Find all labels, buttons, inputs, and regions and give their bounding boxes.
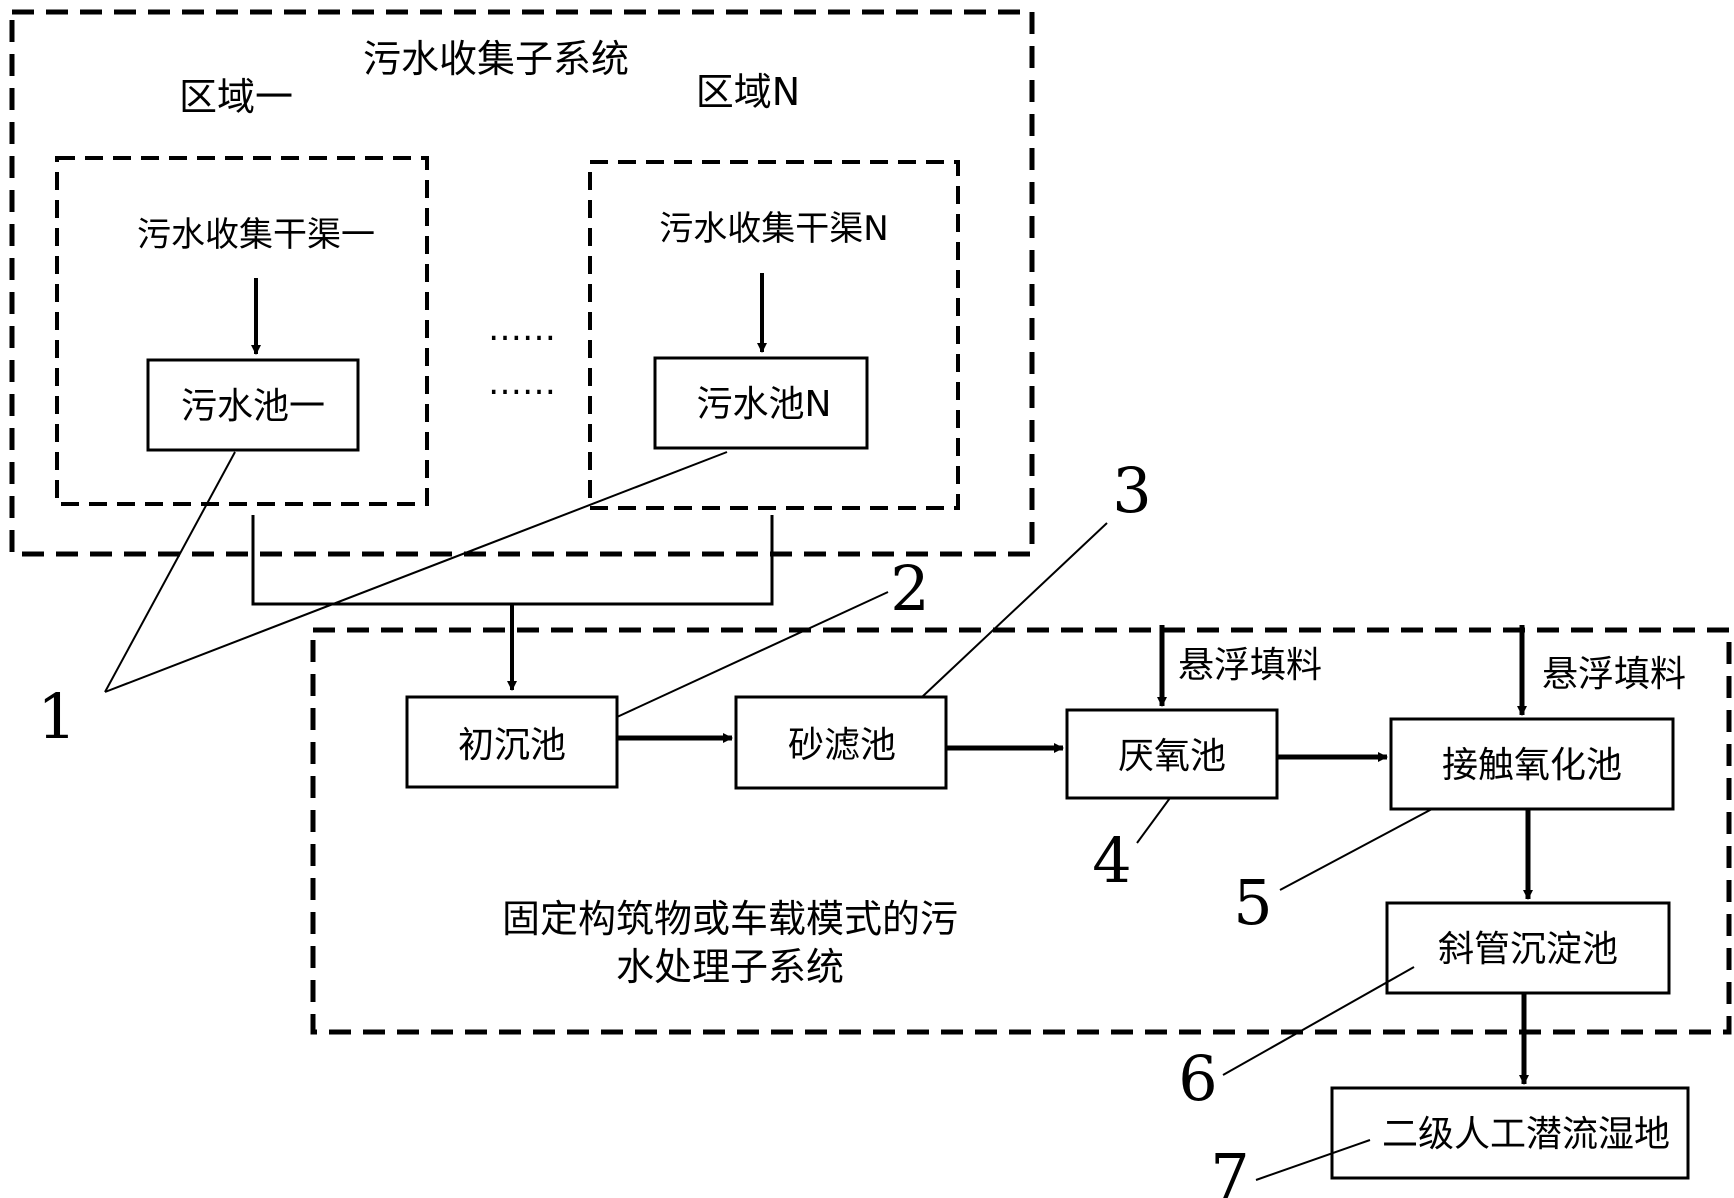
- leader-line-6: [1222, 966, 1415, 1076]
- wetland-label: 二级人工潜流湿地: [1382, 1114, 1670, 1155]
- region-first-box: [55, 156, 429, 506]
- region-n-label: 区域N: [696, 70, 800, 114]
- tank-n-label: 污水池N: [697, 384, 832, 425]
- leader-line-7: [1255, 1139, 1371, 1181]
- callout-7: 7: [1210, 1140, 1249, 1198]
- callout-5: 5: [1233, 866, 1272, 939]
- collector-line: [251, 515, 774, 606]
- tank-n-box: [653, 356, 869, 450]
- collection-subsystem-box: [9, 9, 1035, 557]
- inclined-tube-box: [1385, 901, 1671, 995]
- callout-1: 1: [37, 680, 76, 753]
- anaerobic-label: 厌氧池: [1118, 736, 1226, 777]
- channel-first-label: 污水收集干渠一: [137, 215, 375, 255]
- leader-line-3: [921, 522, 1108, 698]
- wetland-box: [1330, 1086, 1690, 1180]
- primary-tank-label: 初沉池: [458, 725, 566, 766]
- leader-line-2: [616, 591, 889, 718]
- collection-subsystem-title: 污水收集子系统: [363, 37, 629, 81]
- leader-line-5: [1279, 808, 1433, 891]
- treatment-subsystem-box: [310, 627, 1732, 1035]
- filler-label-second: 悬浮填料: [1542, 654, 1686, 695]
- callout-6: 6: [1178, 1042, 1217, 1115]
- leader-line-1b: [104, 451, 728, 693]
- leader-line-1a: [104, 451, 236, 693]
- tank-first-label: 污水池一: [181, 386, 325, 427]
- callout-2: 2: [890, 552, 929, 625]
- contact-oxidation-box: [1389, 717, 1675, 811]
- ellipsis-top: ……: [488, 309, 556, 349]
- region-n-box: [588, 160, 960, 510]
- treatment-title-line1: 固定构筑物或车载模式的污: [502, 897, 958, 941]
- sand-filter-label: 砂滤池: [788, 725, 896, 766]
- channel-n-label: 污水收集干渠N: [659, 209, 888, 249]
- tank-first-box: [146, 358, 360, 452]
- filler-label-first: 悬浮填料: [1178, 645, 1322, 686]
- contact-oxidation-label: 接触氧化池: [1442, 745, 1622, 786]
- leader-line-4: [1136, 797, 1171, 844]
- ellipsis-bottom: ……: [488, 363, 556, 403]
- callout-3: 3: [1112, 454, 1151, 527]
- inclined-tube-label: 斜管沉淀池: [1438, 929, 1618, 970]
- callout-4: 4: [1092, 824, 1131, 897]
- anaerobic-box: [1065, 708, 1279, 800]
- treatment-title-line2: 水处理子系统: [616, 945, 844, 989]
- primary-tank-box: [405, 695, 619, 789]
- sand-filter-box: [734, 695, 948, 790]
- region-first-label: 区域一: [179, 75, 293, 119]
